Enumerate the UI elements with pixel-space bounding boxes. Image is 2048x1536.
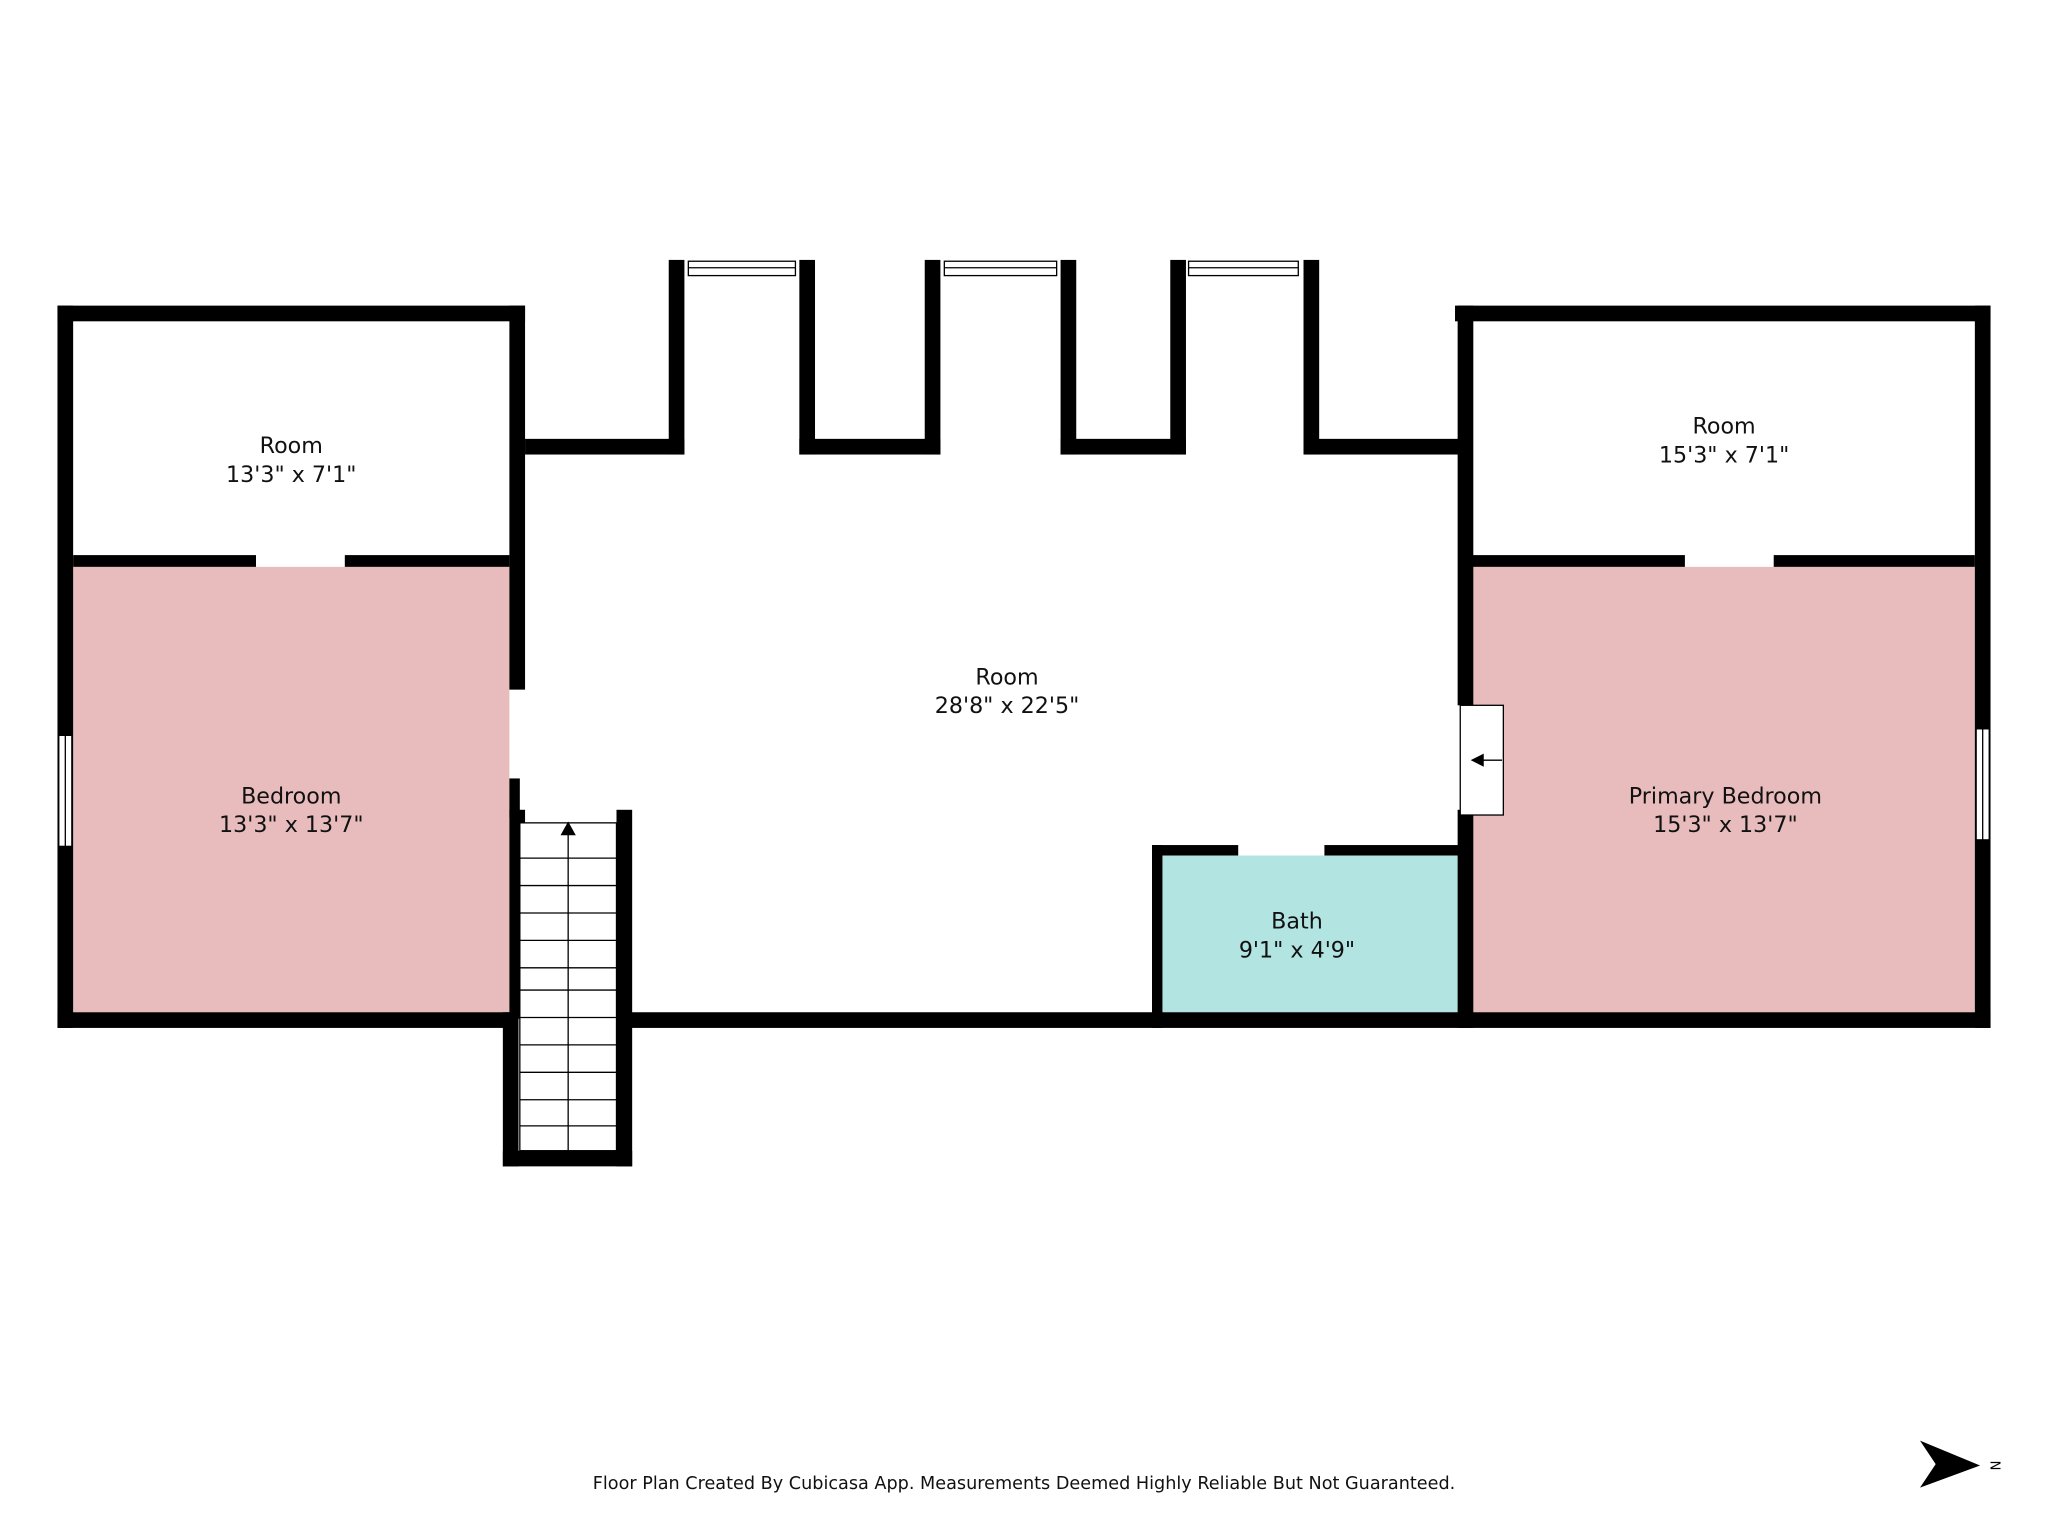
main-room-size: 28'8" x 22'5": [935, 693, 1080, 719]
room-size-right: 15'3" x 7'1": [1659, 442, 1789, 468]
stair-up-arrow-icon: [560, 821, 576, 836]
room-labels: Room 13'3" x 7'1" Bedroom 13'3" x 13'7" …: [219, 414, 1822, 964]
walls: [57, 259, 1991, 1167]
door-closet: [1459, 704, 1504, 816]
bath-size: 9'1" x 4'9": [1239, 937, 1355, 963]
north-arrow-icon: N: [1920, 1440, 2002, 1488]
bedroom-label: Bedroom: [241, 783, 341, 809]
main-room-label: Room: [975, 664, 1038, 690]
bath-label: Bath: [1271, 909, 1323, 935]
windows: [58, 260, 1990, 848]
staircase: [519, 821, 618, 1152]
primary-bedroom-fill: [1470, 566, 1975, 1013]
primary-bedroom-size: 15'3" x 13'7": [1653, 812, 1798, 838]
bedroom-fill: [73, 566, 510, 1013]
bath-fill: [1162, 855, 1461, 1013]
footer-disclaimer: Floor Plan Created By Cubicasa App. Meas…: [593, 1474, 1456, 1494]
bedroom-size: 13'3" x 13'7": [219, 812, 364, 838]
room-size: 13'3" x 7'1": [226, 462, 356, 488]
room-label: Room: [260, 433, 323, 459]
primary-bedroom-label: Primary Bedroom: [1629, 783, 1822, 809]
north-label: N: [1987, 1461, 2002, 1471]
room-label-right: Room: [1692, 414, 1755, 440]
